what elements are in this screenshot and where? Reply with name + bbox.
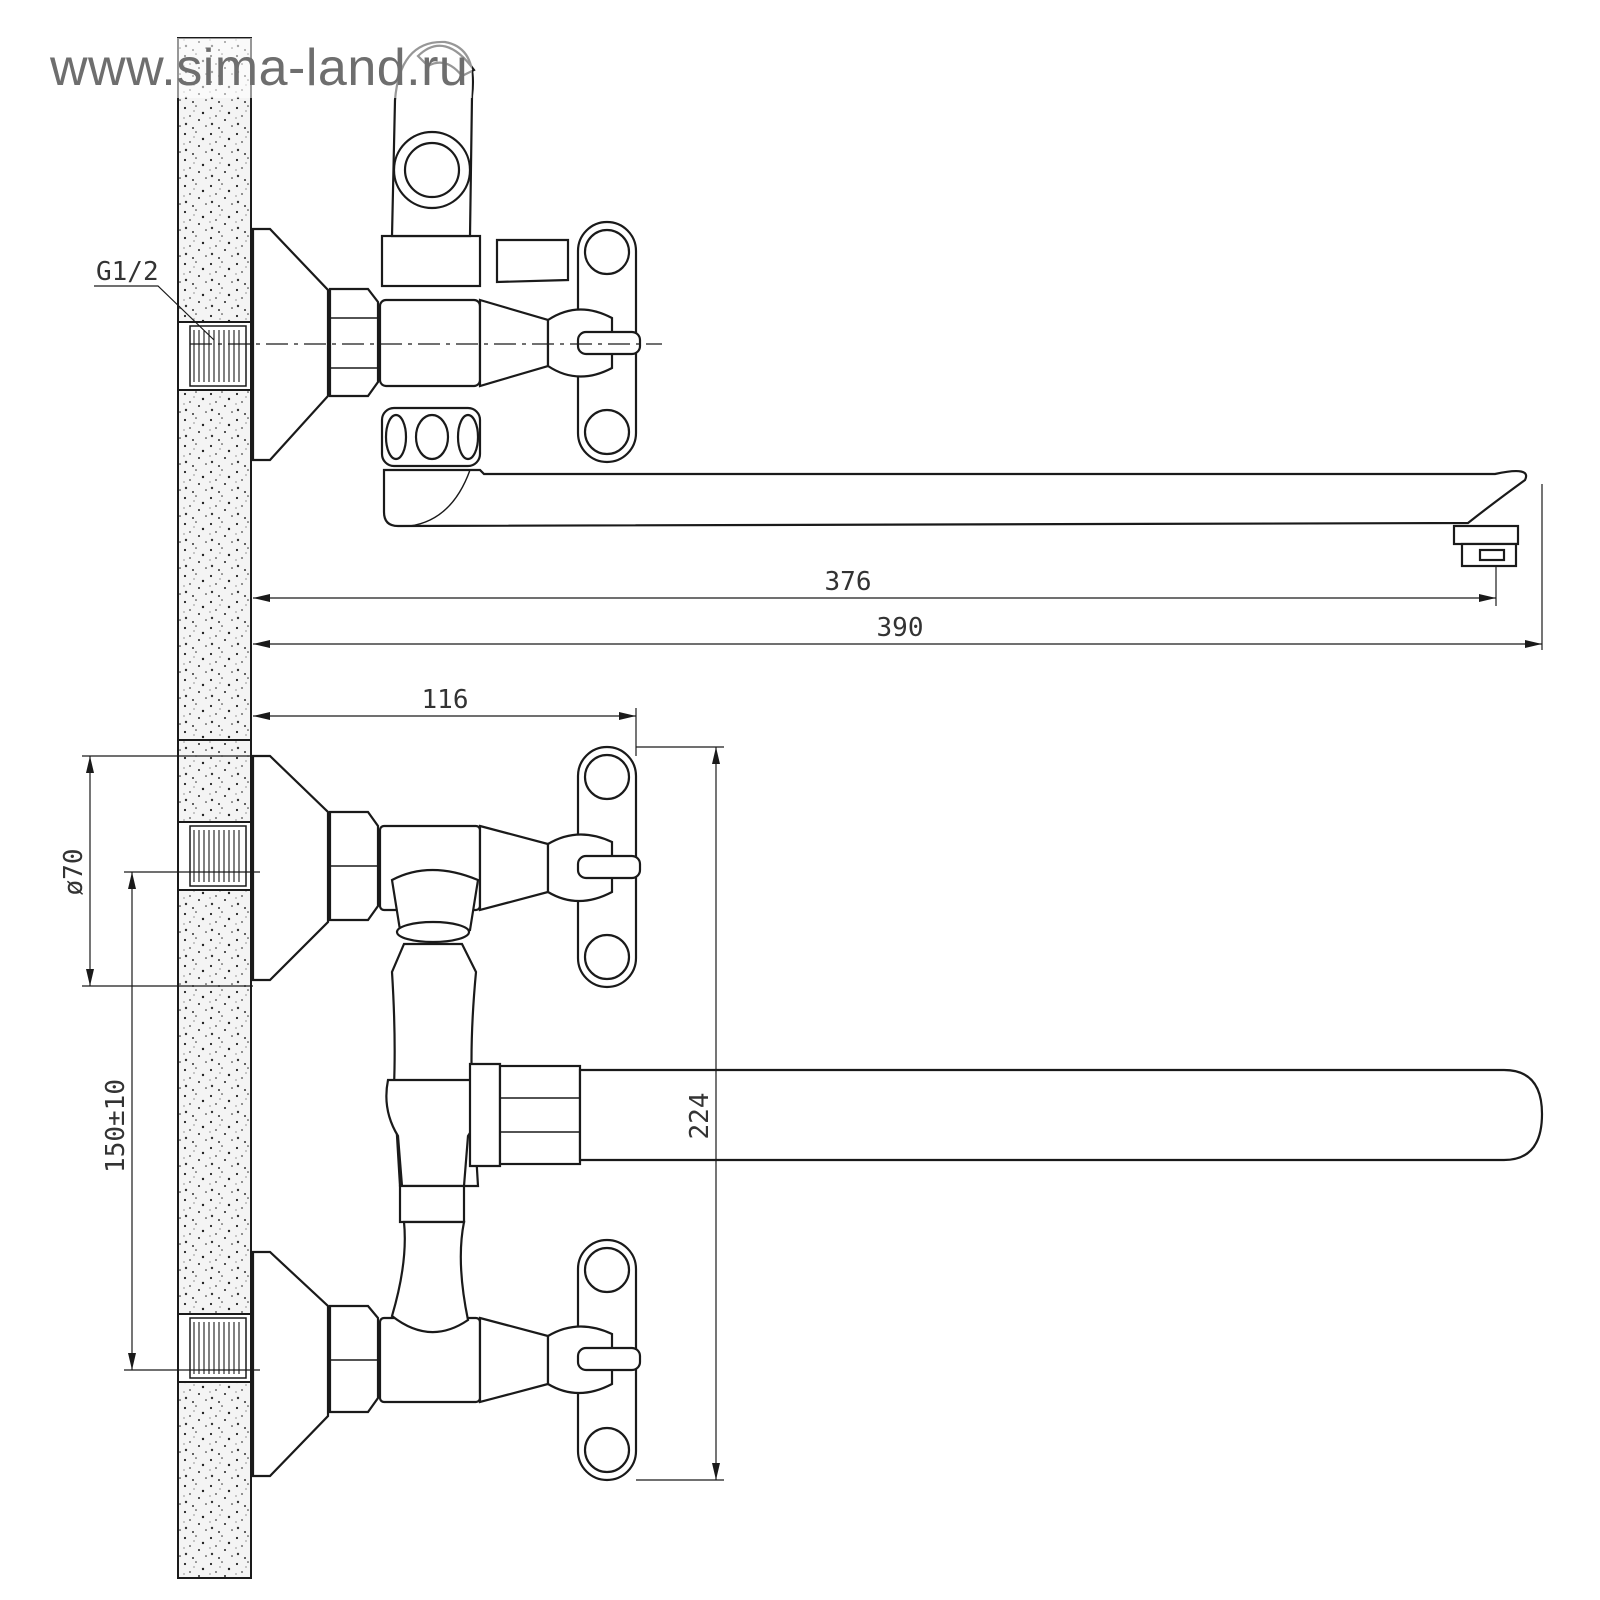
flange-lower: [251, 1250, 330, 1478]
handle-reach-label: 116: [422, 685, 469, 715]
dimension-390: 390: [253, 484, 1543, 650]
flange-diameter-label: ø70: [59, 849, 89, 896]
threaded-pipe-top: [177, 321, 252, 391]
wall-top: [177, 37, 252, 799]
overall-height-label: 224: [685, 1093, 715, 1140]
flange-upper: [251, 754, 330, 982]
dimension-diameter: ø70: [59, 755, 253, 987]
spout-front: [578, 1068, 1544, 1162]
cross-handle-top: [546, 220, 642, 464]
dimension-thread: G1/2: [94, 257, 215, 341]
dimension-center-distance: 150±10: [101, 871, 260, 1371]
spout-reach-label: 376: [825, 567, 872, 597]
thread-label: G1/2: [96, 257, 159, 287]
hex-nut-top: [328, 287, 380, 398]
bottom-view: [251, 745, 1544, 1482]
dimension-224: 224: [636, 746, 724, 1481]
threaded-pipe-bottom: [177, 1313, 252, 1383]
watermark: www.sima-land.ru: [46, 38, 473, 98]
threaded-pipe-middle: [177, 821, 252, 891]
cross-handle-upper: [546, 745, 642, 989]
cross-handle-lower: [546, 1238, 642, 1482]
top-view: [190, 40, 1528, 568]
flange-top: [251, 227, 330, 462]
overall-length-label: 390: [877, 613, 924, 643]
center-distance-label: 150±10: [101, 1079, 131, 1173]
dimension-376: 376: [253, 566, 1497, 606]
dimension-116: 116: [253, 685, 637, 756]
spout-top: [382, 468, 1528, 528]
